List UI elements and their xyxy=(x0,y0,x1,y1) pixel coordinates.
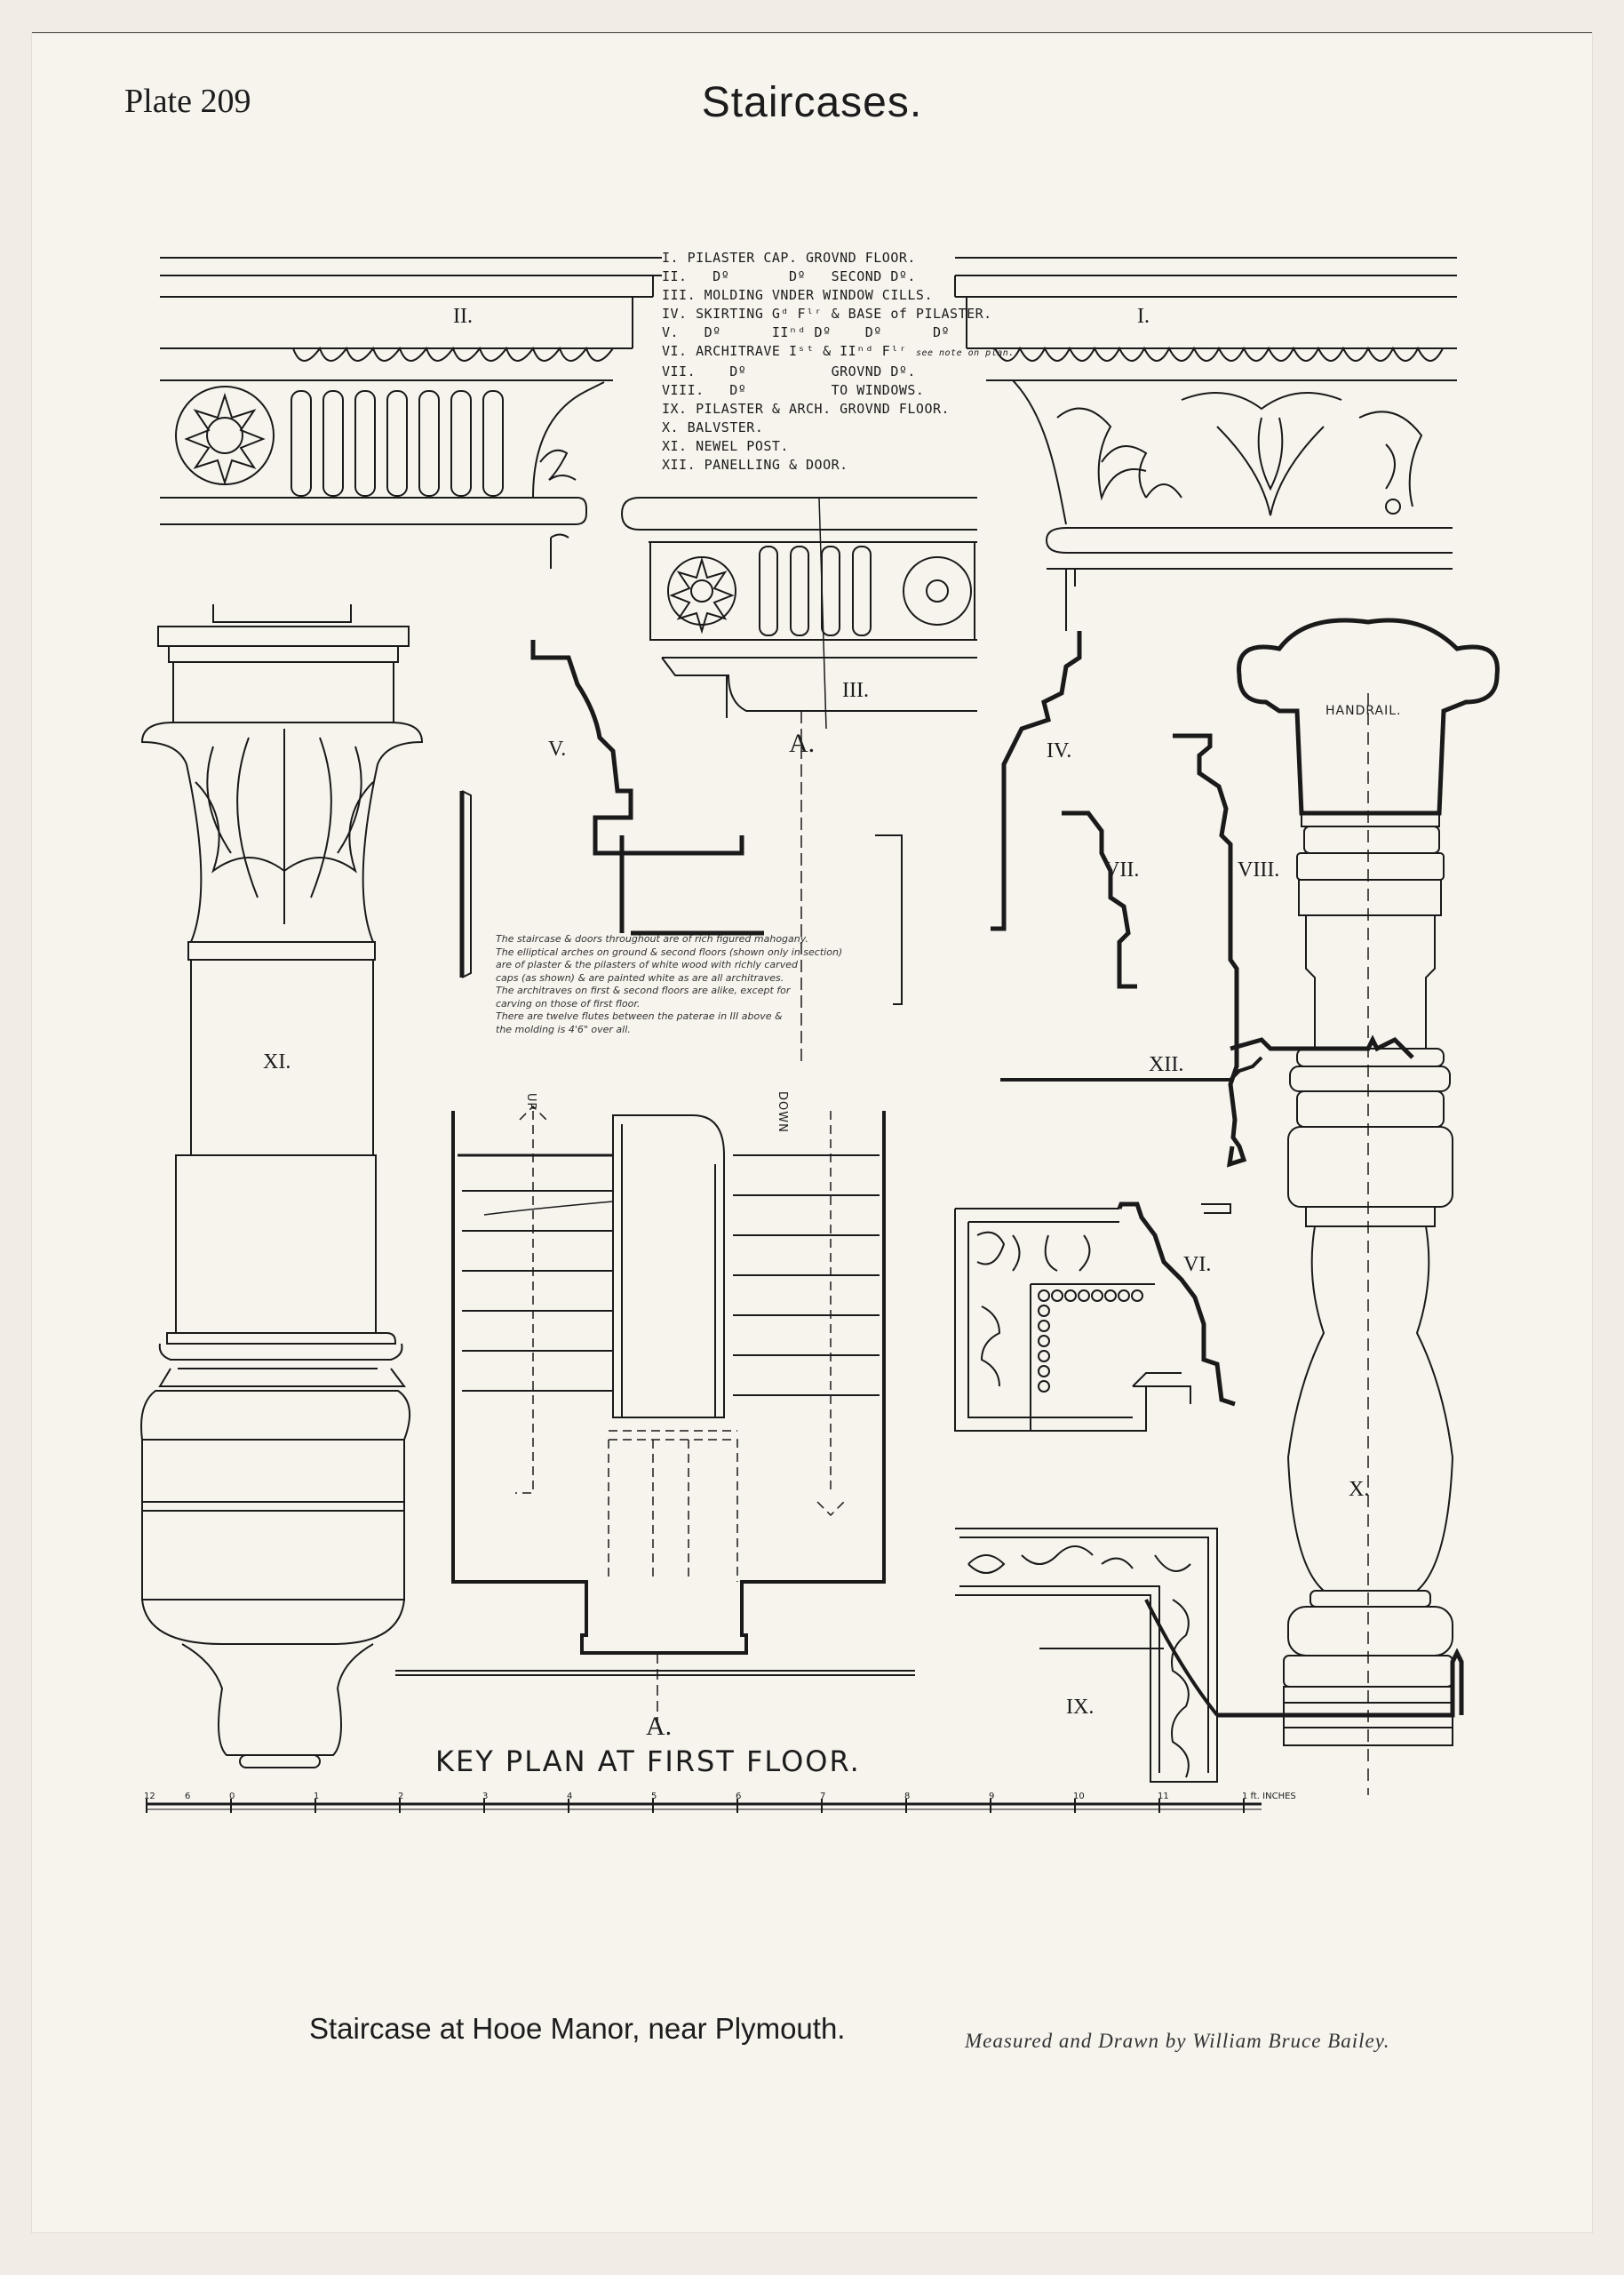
note-line: carving on those of first floor. xyxy=(496,997,641,1010)
scale-tick-label: 8 xyxy=(904,1792,911,1801)
drawing-legend: I. PILASTER CAP. GROVND FLOOR. II. Dº Dº… xyxy=(662,249,1015,475)
legend-item-text: VI. ARCHITRAVE Iˢᵗ & IIⁿᵈ Fˡʳ xyxy=(662,343,908,359)
key-plan-title: KEY PLAN AT FIRST FLOOR. xyxy=(435,1744,861,1778)
label-xii: XII. xyxy=(1149,1053,1184,1076)
plate-number: Plate 209 xyxy=(124,83,251,120)
legend-item: XI. NEWEL POST. xyxy=(662,438,789,454)
legend-item: I. PILASTER CAP. GROVND FLOOR. xyxy=(662,250,916,266)
label-section-a-bottom: A. xyxy=(646,1712,673,1741)
note-line: The architraves on first & second floors… xyxy=(496,985,791,996)
panelling-door-section xyxy=(1000,1056,1263,1082)
scale-tick-label: 0 xyxy=(229,1792,235,1801)
scale-tick-label: 4 xyxy=(567,1792,573,1801)
scale-tick-label: 6 xyxy=(736,1792,742,1801)
plate-caption: Staircase at Hooe Manor, near Plymouth. xyxy=(309,2012,846,2045)
scale-tick-label: 7 xyxy=(820,1792,826,1801)
legend-item: VI. ARCHITRAVE Iˢᵗ & IIⁿᵈ Fˡʳ see note o… xyxy=(662,342,1015,363)
label-iii: III. xyxy=(842,679,869,702)
page-title: Staircases. xyxy=(701,79,923,126)
pilaster-cap-second-floor-drawing xyxy=(160,257,662,569)
label-up: UP xyxy=(524,1093,537,1111)
legend-item: IX. PILASTER & ARCH. GROVND FLOOR. xyxy=(662,401,951,417)
plan-notes: The staircase & doors throughout are of … xyxy=(496,933,887,1036)
label-vii: VII. xyxy=(1104,858,1140,882)
label-iv: IV. xyxy=(1047,739,1072,762)
pilaster-arch-corner-drawing xyxy=(955,1528,1219,1783)
pilaster-cap-ground-floor-drawing xyxy=(954,257,1457,631)
note-line: There are twelve flutes between the pate… xyxy=(496,1010,783,1022)
scale-tick-label: 12 xyxy=(144,1792,155,1801)
note-line: the molding is 4'6" over all. xyxy=(496,1023,631,1035)
skirting-profile-second-floor xyxy=(459,640,764,978)
note-line: caps (as shown) & are painted white as a… xyxy=(496,971,784,984)
legend-item: II. Dº Dº SECOND Dº. xyxy=(662,268,916,284)
scale-tick-label: 9 xyxy=(989,1792,995,1801)
legend-item: V. Dº IIⁿᵈ Dº Dº Dº xyxy=(662,324,951,340)
label-down: DOWN xyxy=(776,1091,789,1133)
label-x: X. xyxy=(1349,1478,1370,1501)
scale-bar xyxy=(146,1799,1262,1813)
legend-item: VII. Dº GROVND Dº. xyxy=(662,363,916,379)
architrave-windows-profile xyxy=(1173,733,1414,1168)
note-line: The elliptical arches on ground & second… xyxy=(496,946,843,958)
scale-tick-label: 1 xyxy=(314,1792,320,1801)
legend-item: XII. PANELLING & DOOR. xyxy=(662,457,848,473)
scale-tick-label: 3 xyxy=(482,1792,489,1801)
note-line: The staircase & doors throughout are of … xyxy=(496,933,808,945)
note-line: are of plaster & the pilasters of white … xyxy=(496,959,798,970)
scale-tick-label: 2 xyxy=(398,1792,404,1801)
label-ii: II. xyxy=(453,305,473,328)
legend-item: III. MOLDING VNDER WINDOW CILLS. xyxy=(662,287,933,303)
v-profile-minor-lines xyxy=(461,790,903,1005)
scale-tick-label: 11 xyxy=(1158,1792,1169,1801)
scale-tick-label: 5 xyxy=(651,1792,657,1801)
label-ix: IX. xyxy=(1066,1696,1095,1719)
label-viii: VIII. xyxy=(1238,858,1280,882)
legend-note: see note on plan. xyxy=(915,348,1015,358)
architrave-corner-drawing xyxy=(954,1201,1236,1432)
drawing-credit: Measured and Drawn by William Bruce Bail… xyxy=(965,2030,1390,2052)
key-plan-drawing xyxy=(395,497,915,1724)
scale-tick-label: 1 ft. INCHES xyxy=(1242,1792,1296,1801)
scale-tick-label: 6 xyxy=(185,1792,191,1801)
baluster-drawing xyxy=(1217,618,1500,1795)
label-xi: XI. xyxy=(263,1050,291,1074)
label-v: V. xyxy=(548,738,567,761)
scale-tick-label: 10 xyxy=(1073,1792,1085,1801)
architrave-ground-floor-profile xyxy=(1062,810,1137,989)
label-vi: VI. xyxy=(1183,1253,1212,1276)
legend-item: VIII. Dº TO WINDOWS. xyxy=(662,382,925,398)
legend-item: IV. SKIRTING Gᵈ Fˡʳ & BASE of PILASTER. xyxy=(662,306,992,322)
label-i: I. xyxy=(1137,305,1150,328)
label-handrail: HANDRAIL. xyxy=(1325,704,1402,718)
label-section-a-top: A. xyxy=(789,729,816,758)
molding-under-window-cills-drawing xyxy=(620,497,977,718)
legend-item: X. BALVSTER. xyxy=(662,419,764,435)
newel-post-drawing xyxy=(140,604,424,1768)
skirting-profile-ground-floor xyxy=(991,631,1082,931)
